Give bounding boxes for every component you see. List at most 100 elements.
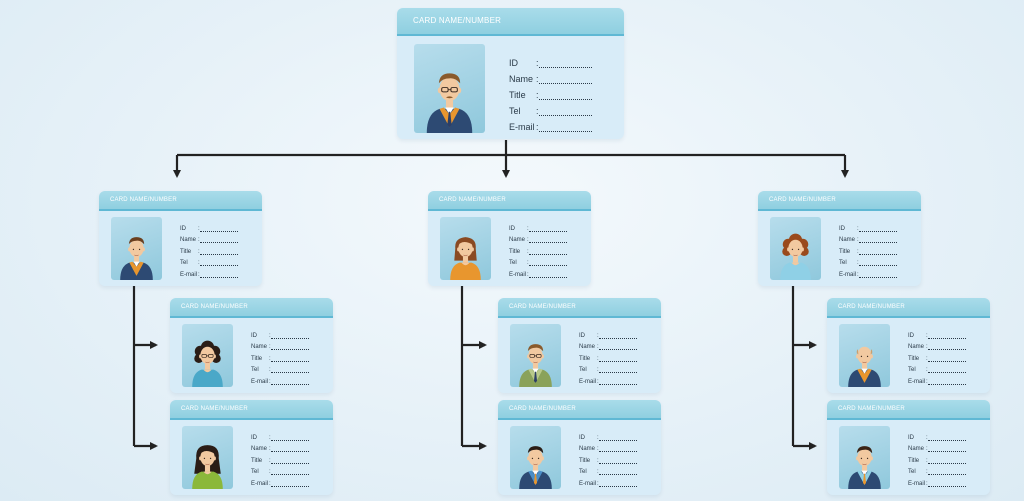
field-label: Title bbox=[509, 248, 521, 255]
field-separator: : bbox=[269, 480, 271, 487]
field-value-blank bbox=[271, 378, 309, 385]
field-value-blank bbox=[200, 225, 238, 232]
field-separator: : bbox=[527, 225, 529, 232]
card-left: CARD NAME/NUMBER ID:Name:Title:Tel:E-mai… bbox=[99, 191, 262, 286]
field-row: E-mail: bbox=[180, 266, 238, 278]
card-header: CARD NAME/NUMBER bbox=[498, 400, 661, 420]
field-row: E-mail: bbox=[839, 266, 897, 278]
field-row: Title: bbox=[908, 350, 966, 362]
field-row: E-mail: bbox=[579, 475, 637, 487]
field-row: Title: bbox=[579, 350, 637, 362]
field-label: ID bbox=[180, 225, 186, 232]
field-separator: : bbox=[597, 457, 599, 464]
field-label: ID bbox=[839, 225, 845, 232]
field-row: Tel: bbox=[251, 464, 309, 475]
field-value-blank bbox=[928, 457, 966, 464]
field-separator: : bbox=[536, 74, 539, 84]
field-row: Title: bbox=[251, 452, 309, 464]
field-label: Tel bbox=[509, 260, 517, 266]
field-label: Name bbox=[908, 446, 925, 452]
man-blue-shirt-icon bbox=[510, 426, 561, 489]
field-row: Name: bbox=[251, 441, 309, 452]
field-separator: : bbox=[269, 378, 271, 385]
field-value-blank bbox=[529, 259, 567, 266]
field-value-blank bbox=[928, 468, 966, 475]
field-separator: : bbox=[926, 367, 928, 373]
field-row: E-mail: bbox=[509, 116, 592, 132]
card-fields: ID:Name:Title:Tel:E-mail: bbox=[579, 327, 637, 385]
field-label: Tel bbox=[251, 469, 259, 475]
card-fields: ID: Name: Title:Tel: E-mail: bbox=[509, 220, 567, 278]
field-separator: : bbox=[926, 355, 928, 362]
field-separator: : bbox=[926, 457, 928, 464]
field-separator: : bbox=[536, 90, 539, 100]
field-row: Tel: bbox=[579, 362, 637, 373]
field-value-blank bbox=[529, 236, 567, 243]
field-value-blank bbox=[200, 248, 238, 255]
woman-green-top-icon bbox=[182, 426, 233, 489]
field-row: Title: bbox=[251, 350, 309, 362]
field-separator: : bbox=[597, 480, 599, 487]
field-row: Tel: bbox=[251, 362, 309, 373]
field-separator: : bbox=[857, 260, 859, 266]
field-row: ID: bbox=[908, 327, 966, 339]
field-separator: : bbox=[527, 271, 529, 278]
field-label: Tel bbox=[579, 367, 587, 373]
man-glasses-orange-vest-icon bbox=[414, 44, 485, 133]
field-label: E-mail bbox=[908, 480, 926, 487]
field-label: E-mail bbox=[509, 271, 527, 278]
card-fields: ID:Name:Title:Tel:E-mail: bbox=[908, 327, 966, 385]
field-label: Name bbox=[509, 74, 534, 84]
field-value-blank bbox=[271, 355, 309, 362]
field-value-blank bbox=[271, 434, 309, 441]
field-row: Tel: bbox=[509, 255, 567, 266]
field-row: Title: bbox=[509, 243, 567, 255]
field-row: Tel: bbox=[579, 464, 637, 475]
card-header: CARD NAME/NUMBER bbox=[170, 400, 333, 420]
field-separator: : bbox=[198, 271, 200, 278]
field-separator: : bbox=[536, 106, 539, 116]
field-row: Name: bbox=[509, 68, 592, 84]
field-label: E-mail bbox=[579, 480, 597, 487]
field-row: Tel: bbox=[180, 255, 238, 266]
field-row: ID: bbox=[509, 52, 592, 68]
field-label: E-mail bbox=[579, 378, 597, 385]
man-orange-vest-icon bbox=[111, 217, 162, 280]
field-separator: : bbox=[857, 237, 859, 243]
field-separator: : bbox=[926, 469, 928, 475]
card-fields: ID:Name:Title:Tel:E-mail: bbox=[180, 220, 238, 278]
field-value-blank bbox=[859, 271, 897, 278]
field-row: Title: bbox=[908, 452, 966, 464]
field-value-blank bbox=[599, 343, 637, 350]
field-label: E-mail bbox=[839, 271, 857, 278]
field-label: ID bbox=[251, 332, 257, 339]
woman-glasses-blue-top-icon bbox=[182, 324, 233, 387]
field-separator: : bbox=[597, 446, 599, 452]
field-separator: : bbox=[198, 225, 200, 232]
field-label: ID bbox=[908, 332, 914, 339]
field-value-blank bbox=[928, 445, 966, 452]
field-value-blank bbox=[928, 378, 966, 385]
field-row: Name: bbox=[908, 339, 966, 350]
field-row: ID: bbox=[509, 220, 567, 232]
field-label: Name bbox=[509, 237, 526, 243]
field-value-blank bbox=[928, 366, 966, 373]
field-label: Name bbox=[251, 446, 268, 452]
field-value-blank bbox=[200, 236, 238, 243]
field-value-blank bbox=[599, 457, 637, 464]
card-fields: ID:Name:Title:Tel:E-mail: bbox=[839, 220, 897, 278]
field-row: ID: bbox=[180, 220, 238, 232]
man-blue-vest-icon bbox=[839, 426, 890, 489]
card-header: CARD NAME/NUMBER bbox=[99, 191, 262, 211]
field-label: Tel bbox=[509, 106, 521, 116]
field-row: Name: bbox=[579, 339, 637, 350]
field-label: Name bbox=[579, 344, 596, 350]
field-separator: : bbox=[926, 446, 928, 452]
field-separator: : bbox=[269, 469, 271, 475]
field-label: E-mail bbox=[509, 122, 535, 132]
field-separator: : bbox=[597, 367, 599, 373]
field-separator: : bbox=[926, 344, 928, 350]
field-value-blank bbox=[539, 59, 592, 68]
card-center-1: CARD NAME/NUMBER ID:Name:Title:Tel:E-mai… bbox=[498, 298, 661, 393]
field-label: ID bbox=[509, 225, 515, 232]
